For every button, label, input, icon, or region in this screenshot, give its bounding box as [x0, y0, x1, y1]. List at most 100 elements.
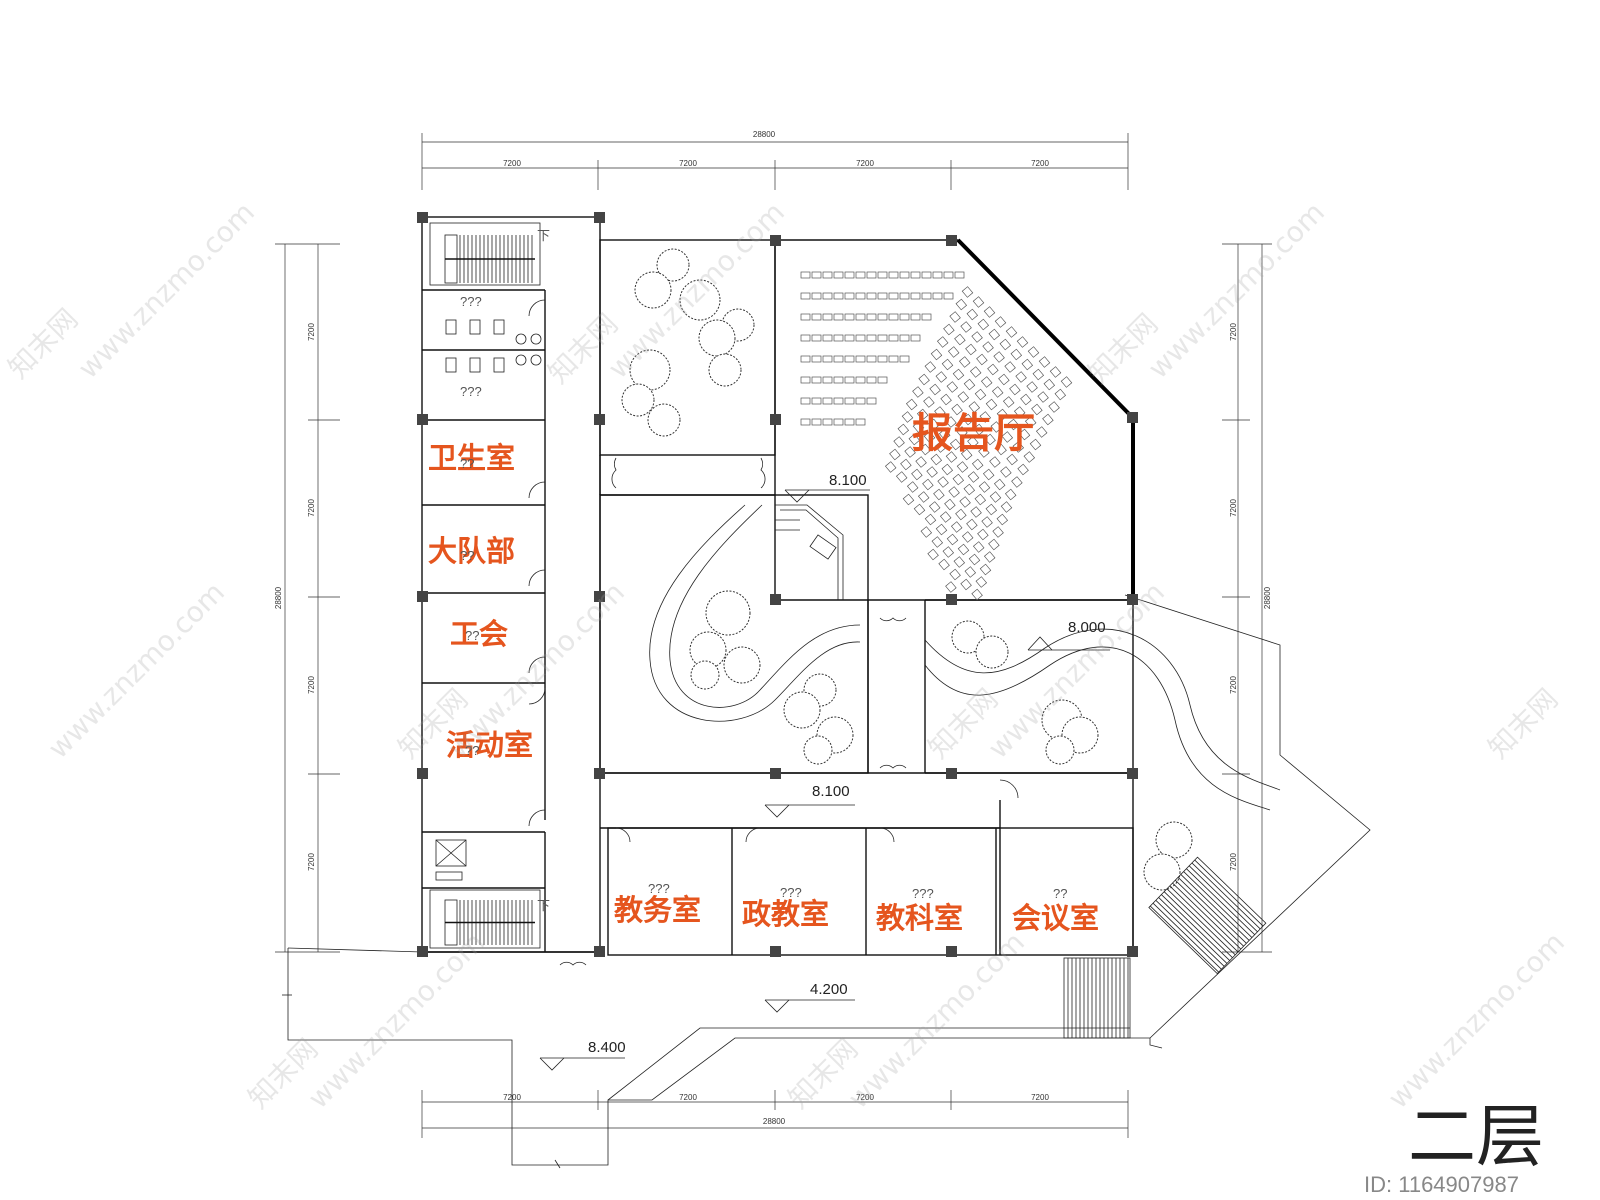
seat: [1012, 441, 1025, 453]
seat: [822, 418, 833, 426]
seat: [936, 336, 949, 348]
dim-bottom-bay-4: 7200: [1031, 1093, 1049, 1102]
seat: [933, 488, 945, 501]
seat: [900, 458, 912, 471]
tree-icon: [690, 660, 720, 690]
seat: [961, 286, 974, 298]
seat: [956, 461, 969, 473]
seat: [800, 355, 811, 363]
seat: [1027, 346, 1040, 358]
seat: [932, 292, 943, 300]
seat: [921, 271, 932, 279]
landscape-paths: [649, 504, 1281, 811]
seat: [1020, 393, 1032, 406]
seat: [822, 271, 833, 279]
seat: [1043, 378, 1056, 391]
toilet-label-top: ???: [460, 294, 482, 309]
seat: [906, 481, 919, 493]
room-label-academic: 教务室: [614, 893, 701, 927]
seat: [833, 271, 844, 279]
seat: [963, 378, 976, 391]
seat: [988, 538, 1000, 551]
seat: [988, 328, 1001, 341]
seat: [1004, 361, 1016, 373]
seat: [800, 271, 811, 279]
seat: [1004, 488, 1017, 501]
seat: [949, 311, 961, 323]
seat: [921, 292, 932, 300]
seat: [992, 526, 1004, 538]
seat: [957, 543, 970, 556]
seat: [971, 588, 983, 601]
seat: [888, 313, 899, 321]
elevation-bridge: 8.400: [588, 1039, 626, 1056]
seat: [833, 355, 844, 363]
tree-icon: [1045, 735, 1075, 765]
seat: [929, 383, 941, 396]
seat: [985, 503, 998, 516]
seat: [844, 271, 855, 279]
seat: [800, 418, 811, 426]
seat: [989, 491, 1002, 503]
seat: [1026, 381, 1038, 393]
seat: [974, 493, 987, 506]
seat: [995, 443, 1007, 456]
seat: [983, 306, 996, 318]
stair-bottom: 下: [429, 889, 550, 949]
dim-left-overall: 28800: [274, 586, 283, 609]
seat: [954, 271, 965, 279]
seat: [943, 323, 955, 336]
seat: [910, 271, 921, 279]
seat: [1031, 403, 1043, 416]
seat: [844, 376, 855, 384]
seat: [982, 341, 994, 353]
watermark-logo-6: 知末网: [1482, 682, 1565, 765]
seat: [972, 541, 985, 553]
seat: [935, 523, 948, 536]
seat: [984, 433, 996, 446]
seat: [1042, 413, 1054, 426]
seat: [991, 386, 1004, 398]
seat: [931, 536, 944, 548]
placeholder-political: ???: [780, 885, 802, 900]
seat: [800, 397, 811, 405]
seat: [844, 334, 855, 342]
seat: [951, 403, 963, 416]
seat: [800, 376, 811, 384]
seat: [1000, 501, 1013, 513]
seat: [915, 456, 927, 468]
seat: [926, 466, 938, 478]
seat: [977, 318, 990, 331]
seat: [877, 355, 888, 363]
dim-right-bay-1: 7200: [1229, 323, 1238, 341]
seat: [918, 373, 930, 386]
seat: [945, 581, 957, 593]
seat: [855, 313, 866, 321]
dimension-lines: [275, 133, 1272, 1138]
dim-right-bay-3: 7200: [1229, 676, 1238, 694]
seat: [1006, 453, 1018, 466]
toilets: ??? ???: [445, 294, 542, 399]
offices-row-outline: [607, 827, 1134, 956]
seat: [833, 376, 844, 384]
seat: [822, 397, 833, 405]
seat: [822, 313, 833, 321]
seat: [844, 355, 855, 363]
seat: [908, 433, 921, 446]
seat: [960, 321, 972, 333]
stair-top: 下: [429, 222, 550, 286]
seat: [1007, 418, 1020, 431]
seat: [917, 491, 930, 503]
seat: [943, 292, 954, 300]
seat: [877, 376, 888, 384]
dim-top-bay-3: 7200: [856, 159, 874, 168]
room-label-political: 政教室: [742, 897, 829, 931]
seat: [961, 531, 974, 543]
seat: [899, 313, 910, 321]
seat: [866, 271, 877, 279]
seat: [855, 376, 866, 384]
seat: [844, 418, 855, 426]
elevator: [435, 839, 467, 881]
terrace-outline: [282, 594, 1371, 1169]
seat: [930, 348, 943, 361]
